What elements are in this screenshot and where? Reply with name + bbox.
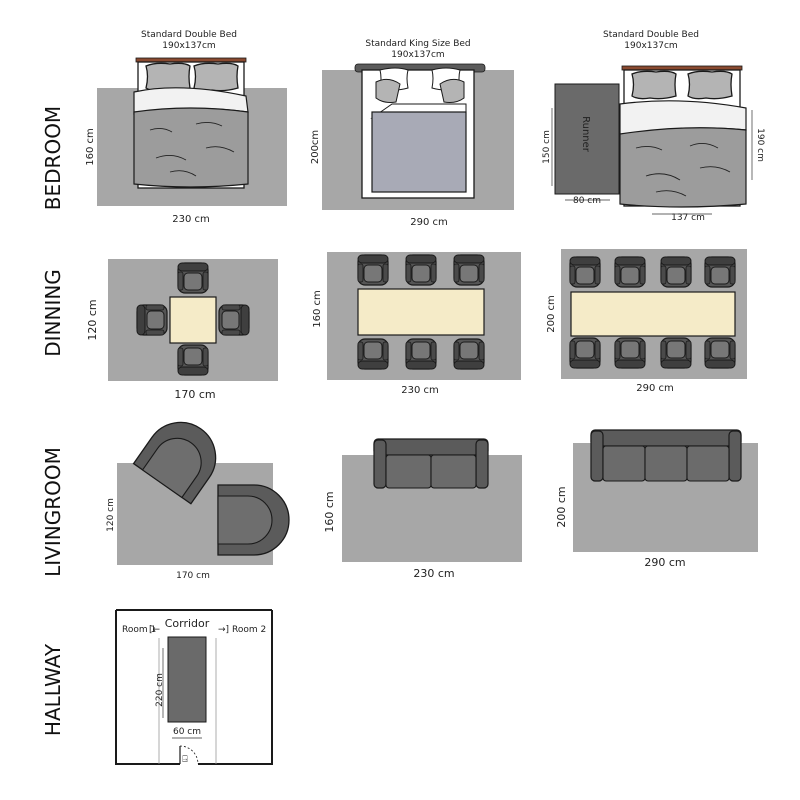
bed3-size: 190x137cm xyxy=(624,41,677,51)
dinning2-chair xyxy=(453,338,485,370)
hallway-corridor-lines xyxy=(158,638,217,764)
living1-armchair-bottom xyxy=(217,484,290,556)
living2-sofa xyxy=(373,438,489,489)
front-door xyxy=(179,745,199,765)
dinning3-chair xyxy=(614,337,646,369)
dinning1-chair-left xyxy=(136,304,168,336)
bed3-title: Standard Double Bed xyxy=(603,30,699,40)
bed3-runner-label: Runner xyxy=(580,116,591,153)
living1-height: 120 cm xyxy=(106,498,116,532)
dinning3-chair xyxy=(614,256,646,288)
bed3-bed-height: 190 cm xyxy=(755,128,765,162)
dinning3-height: 200 cm xyxy=(546,295,557,333)
dinning3-chair xyxy=(569,256,601,288)
living3-height: 200 cm xyxy=(555,486,568,527)
bed2-pillows xyxy=(375,67,465,103)
bed3-pillow-right xyxy=(687,70,733,100)
bed1-height: 160 cm xyxy=(85,128,96,166)
livingroom-armchairs-layout: 170 cm 120 cm xyxy=(106,421,290,581)
bed1-duvet xyxy=(133,107,249,188)
bed3-pillow-left xyxy=(631,70,677,100)
dinning3-width: 290 cm xyxy=(636,383,674,394)
dinning1-height: 120 cm xyxy=(86,299,99,340)
bed2-width: 290 cm xyxy=(410,217,448,228)
hallway-room2-label: Room 2 xyxy=(232,625,266,635)
bedroom-king-bed-layout: Standard King Size Bed 190x137cm 290 cm … xyxy=(310,39,514,228)
dinning3-chair xyxy=(569,337,601,369)
bed3-runner-rug xyxy=(554,83,620,195)
hallway-corridor-label: Corridor xyxy=(165,617,210,630)
bed1-wrinkles xyxy=(149,121,235,177)
dinning1-chair-top xyxy=(177,262,209,294)
living3-width: 290 cm xyxy=(644,556,685,569)
dinning1-table xyxy=(169,296,217,344)
bed2-height: 200cm xyxy=(310,130,321,164)
dinning1-chair-bottom xyxy=(177,344,209,376)
dinning3-chair xyxy=(704,337,736,369)
hallway-label: HALLWAY xyxy=(41,643,65,736)
bedroom-runner-layout: Standard Double Bed 190x137cm Runner 150… xyxy=(542,30,765,223)
bed1-pillow-left xyxy=(145,62,191,92)
bed3-wrinkles xyxy=(635,143,731,197)
dinning3-chair xyxy=(704,256,736,288)
livingroom-two-seat-sofa-layout: 230 cm 160 cm xyxy=(323,438,522,580)
bed1-size: 190x137cm xyxy=(162,41,215,51)
bed1-pillow-right xyxy=(193,62,239,92)
hallway-layout: ⍈ Corridor Room 1 [← →] Room 2 220 cm 60… xyxy=(115,609,273,765)
dinning1-width: 170 cm xyxy=(174,388,215,401)
room2-door-icon: →] xyxy=(218,625,229,635)
dinning-label: DINNING xyxy=(41,269,65,357)
room1-door-icon: [← xyxy=(149,625,161,635)
living1-armchair-top xyxy=(132,421,217,505)
dinning2-chair xyxy=(405,254,437,286)
dinning3-chair xyxy=(660,256,692,288)
bedroom-label: BEDROOM xyxy=(41,106,65,210)
living2-height: 160 cm xyxy=(323,491,336,532)
dinning2-chair xyxy=(357,254,389,286)
dinning2-table xyxy=(357,288,485,336)
hallway-room1-label: Room 1 xyxy=(122,625,156,635)
hallway-runner-width: 60 cm xyxy=(173,727,201,737)
bedroom-double-bed-layout: Standard Double Bed 190x137cm 230 cm 160… xyxy=(85,30,287,225)
bed1-title: Standard Double Bed xyxy=(141,30,237,40)
bed3-runner-height: 150 cm xyxy=(542,130,552,164)
dinning2-chair xyxy=(453,254,485,286)
dinning1-chair-right xyxy=(218,304,250,336)
dinning2-chair xyxy=(357,338,389,370)
dinning2-chair xyxy=(405,338,437,370)
dinning-large-table-layout: 290 cm 200 cm xyxy=(546,249,747,394)
dinning-medium-table-layout: 230 cm 160 cm xyxy=(312,252,521,396)
dinning2-width: 230 cm xyxy=(401,385,439,396)
living1-width: 170 cm xyxy=(176,571,210,581)
bed2-size: 190x137cm xyxy=(391,50,444,60)
bed3-dim-lines xyxy=(551,108,753,215)
dinning3-table xyxy=(570,291,736,337)
bed2-title: Standard King Size Bed xyxy=(365,39,470,49)
hallway-dim-lines xyxy=(162,648,202,739)
bed2-duvet xyxy=(371,111,467,193)
door-icon: ⍈ xyxy=(182,755,188,765)
bed1-width: 230 cm xyxy=(172,214,210,225)
livingroom-three-seat-sofa-layout: 290 cm 200 cm xyxy=(555,429,758,569)
hallway-runner-rug xyxy=(167,636,207,723)
living3-sofa xyxy=(590,429,742,482)
hallway-runner-height: 220 cm xyxy=(155,673,165,707)
dinning-small-table-layout: 170 cm 120 cm xyxy=(86,259,278,401)
bed3-bed-width: 137 cm xyxy=(671,213,705,223)
livingroom-label: LIVINGROOM xyxy=(41,447,65,577)
dinning3-chair xyxy=(660,337,692,369)
dinning2-height: 160 cm xyxy=(312,290,323,328)
living2-width: 230 cm xyxy=(413,567,454,580)
bed3-runner-width: 80 cm xyxy=(573,196,601,206)
bed3-duvet xyxy=(619,127,747,208)
